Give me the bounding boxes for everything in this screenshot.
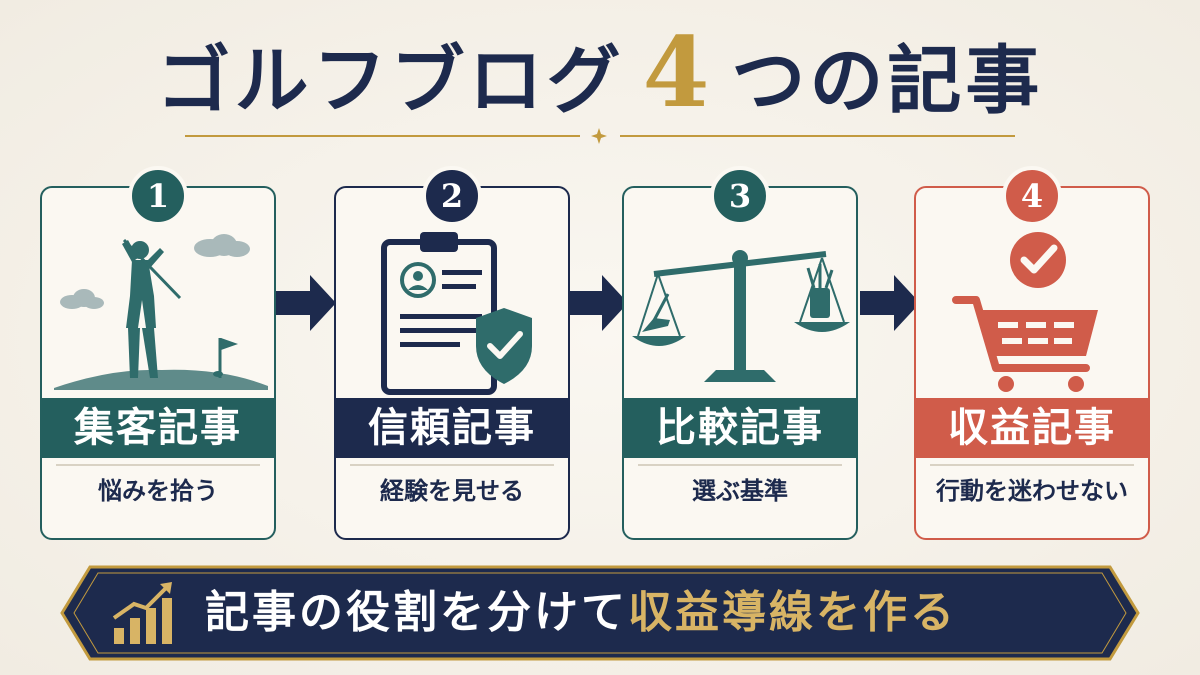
card-sub: 選ぶ基準 (692, 477, 788, 505)
arrow-right-icon (276, 275, 336, 331)
growth-chart-icon (112, 582, 172, 644)
card-sub: 行動を迷わせない (936, 477, 1128, 505)
title-divider (185, 128, 1015, 144)
card-trust: 信頼記事 経験を見せる (334, 186, 570, 540)
arrow-right-icon (860, 275, 920, 331)
title-number: 4 (642, 16, 714, 129)
title-before: ゴルフブログ (156, 38, 625, 124)
balance-scale-icon (632, 250, 850, 382)
card-label: 信頼記事 (336, 398, 568, 458)
card-sub: 悩みを拾う (98, 477, 218, 505)
diamond-icon (591, 128, 607, 144)
shopping-cart-check-icon (952, 232, 1098, 392)
card-label: 集客記事 (42, 398, 274, 458)
step-badge-3: 3 (710, 166, 770, 226)
golfer-icon (54, 234, 268, 390)
banner-text: 記事の役割を分けて収益導線を作る (205, 565, 1085, 661)
card-label: 比較記事 (624, 398, 856, 458)
banner-text-accent: 収益導線を作る (628, 587, 957, 638)
title-after: つの記事 (731, 38, 1044, 124)
card-attract: 集客記事 悩みを拾う (40, 186, 276, 540)
card-compare: 比較記事 選ぶ基準 (622, 186, 858, 540)
card-revenue: 収益記事 行動を迷わせない (914, 186, 1150, 540)
clipboard-shield-icon (381, 232, 532, 395)
banner-text-main: 記事の役割を分けて (205, 587, 628, 638)
step-badge-2: 2 (422, 166, 482, 226)
arrow-right-icon (568, 275, 628, 331)
card-label: 収益記事 (916, 398, 1148, 458)
step-badge-4: 4 (1002, 166, 1062, 226)
step-badge-1: 1 (128, 166, 188, 226)
card-sub: 経験を見せる (380, 477, 524, 505)
summary-banner (60, 565, 1140, 661)
